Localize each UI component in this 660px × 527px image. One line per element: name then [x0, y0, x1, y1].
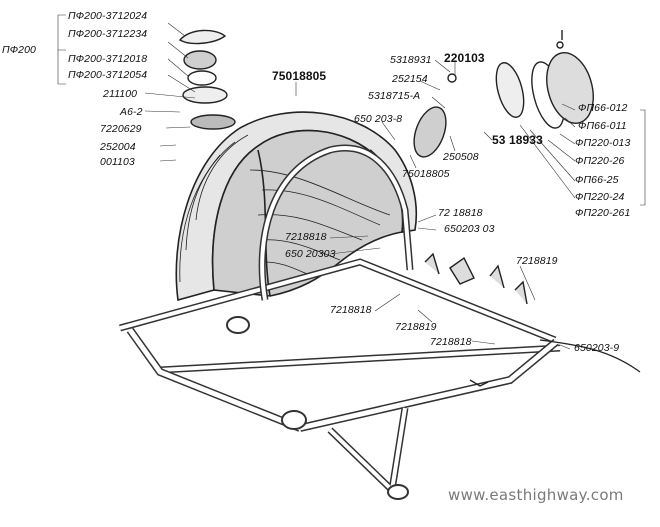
label-fp66-012: ФП66-012 — [578, 102, 628, 114]
watermark-text: www.easthighway.com — [448, 486, 624, 504]
label-7218818-d: 7218818 — [430, 336, 472, 348]
leader-lines — [57, 14, 646, 350]
label-fp66-011: ФП66-011 — [578, 120, 627, 132]
label-5318715-a: 5318715-А — [368, 90, 421, 102]
label-pf200-3712234: ПФ200-3712234 — [68, 28, 148, 40]
label-650203-9: 650203-9 — [574, 342, 620, 354]
label-7218819-a: 7218819 — [516, 255, 558, 267]
label-fp220-261: ФП220-261 — [575, 207, 631, 219]
label-pf200-3712018: ПФ200-3712018 — [68, 53, 148, 65]
label-001103: 001103 — [100, 156, 135, 168]
label-650203-03-a: 650203 03 — [444, 223, 495, 235]
label-75018805-top: 75018805 — [272, 69, 327, 83]
label-a6-2: А6-2 — [120, 106, 143, 118]
label-pf200-3712054: ПФ200-3712054 — [68, 69, 148, 81]
label-250508: 250508 — [443, 151, 479, 163]
label-pf200-3712024: ПФ200-3712024 — [68, 10, 148, 22]
label-220103: 220103 — [444, 51, 485, 65]
label-7218818-c: 7218818 — [330, 304, 372, 316]
label-75018805-mid: 75018805 — [402, 168, 450, 180]
label-650203-8: 650 203-8 — [354, 113, 403, 125]
label-211100: 211100 — [103, 88, 138, 100]
label-5318931: 5318931 — [390, 54, 432, 66]
label-5318933: 53 18933 — [492, 133, 543, 147]
label-fp220-26: ФП220-26 — [575, 155, 625, 167]
label-7218819-b: 7218819 — [395, 321, 437, 333]
label-7220629: 7220629 — [100, 123, 142, 135]
subframe-icon — [119, 144, 641, 500]
label-fp220-24: ФП220-24 — [575, 191, 625, 203]
label-7218818-b: 7218818 — [285, 231, 327, 243]
lamp-icon — [178, 29, 594, 158]
label-fp220-013: ФП220-013 — [575, 137, 631, 149]
label-fp66-25: ФП66-25 — [575, 174, 619, 186]
label-252004: 252004 — [100, 141, 136, 153]
label-7218818-a: 72 18818 — [438, 207, 483, 219]
label-650203-03-b: 650 20303 — [285, 248, 336, 260]
label-group-pf200: ПФ200 — [2, 44, 36, 56]
label-252154: 252154 — [392, 73, 428, 85]
